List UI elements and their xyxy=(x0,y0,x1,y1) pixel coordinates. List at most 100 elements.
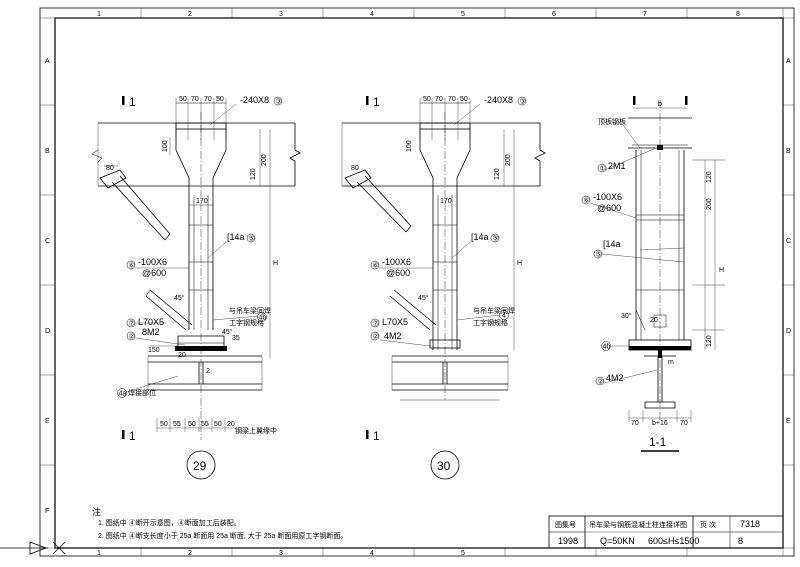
section-bolt-ref: ② xyxy=(598,378,604,386)
dim-2: 2 xyxy=(206,368,210,375)
section-channel-ref: ⑤ xyxy=(596,251,602,259)
plate-ref-30: ③ xyxy=(520,98,526,106)
section-mark-bottom xyxy=(122,430,125,439)
grid-col-8: 8 xyxy=(736,11,740,18)
grid-row-b: B xyxy=(45,148,50,155)
weld-note-2-30: 工字钢规格 xyxy=(473,318,508,327)
dim-200: 200 xyxy=(261,154,268,166)
grid-col-3: 3 xyxy=(279,11,283,18)
grid-column-labels: 1 2 3 4 5 6 7 8 1 2 3 4 5 xyxy=(97,11,740,557)
plate-ref: ③ xyxy=(276,98,282,106)
dim-170: 170 xyxy=(196,198,208,205)
stiffener-ref-30: ⑥ xyxy=(373,262,379,270)
angle-label-30: L70X5 xyxy=(382,317,408,327)
dim-top-3-30: 70 xyxy=(448,96,456,103)
dim-bottom-3: 50 xyxy=(188,421,196,428)
bolt-ref-30: ② xyxy=(373,333,379,341)
grid-col-5-bottom: 5 xyxy=(461,550,465,557)
dim-80: 80 xyxy=(106,165,114,172)
section-dim-bottom-3: 70 xyxy=(680,420,688,427)
dim-bottom-1: 50 xyxy=(160,421,168,428)
detail-number-30: 30 xyxy=(437,459,451,473)
section-mark-top xyxy=(122,96,125,105)
section-dim-bottom-1: 70 xyxy=(631,420,639,427)
detail-30: 1 1 50 70 70 50 -240X8 ③ 120 200 100 xyxy=(341,95,546,480)
ref-4-30: 4 xyxy=(502,313,506,320)
channel-label: [14a xyxy=(227,232,245,242)
tb-page: 7318 xyxy=(740,519,760,529)
section-stiffener-pitch: @600 xyxy=(597,203,621,213)
dim-top-3: 70 xyxy=(204,96,212,103)
weld-note-1: 与吊车梁同焊 xyxy=(229,306,271,315)
tb-page-num: 8 xyxy=(738,536,743,546)
dim-bottom-2: 55 xyxy=(173,421,181,428)
notes-heading: 注 xyxy=(92,506,101,517)
grid-col-7: 7 xyxy=(643,11,647,18)
tb-label-code: 图集号 xyxy=(555,520,576,529)
grid-col-4-bottom: 4 xyxy=(370,550,374,557)
dim-120-30: 120 xyxy=(494,168,501,180)
dim-top-4-30: 50 xyxy=(460,96,468,103)
section-channel: [14a xyxy=(603,239,621,249)
dim-bottom-6: 20 xyxy=(227,421,235,428)
grid-col-4: 4 xyxy=(370,11,374,18)
ref-4a: 4a xyxy=(119,391,127,398)
grid-row-e: E xyxy=(45,418,50,425)
title-block: 图集号 1998 吊车梁与钢筋混凝土柱连接详图 Q=50KN 600≤H≤150… xyxy=(548,515,784,549)
grid-row-b-right: B xyxy=(786,148,791,155)
grid-col-5: 5 xyxy=(461,11,465,18)
section-dim-20: 20 xyxy=(650,317,658,324)
grid-col-6: 6 xyxy=(552,11,556,18)
weld-note-1-30: 与吊车梁同焊 xyxy=(473,306,515,315)
grid-col-2-bottom: 2 xyxy=(188,550,192,557)
dim-35: 35 xyxy=(232,335,240,342)
angle-45-30: 45° xyxy=(418,294,429,302)
grid-row-c-right: C xyxy=(786,238,791,245)
grid-row-f: F xyxy=(45,508,49,515)
section-mark-bottom-label: 1 xyxy=(129,429,136,443)
section-1-1: b 顶板钢板 ① 2M1 ⑥ -100X6 @600 [14a ⑤ 120 20… xyxy=(581,96,725,452)
bottom-note: 钢梁上翼缘中 xyxy=(235,426,277,435)
section-ref-4b: 4b xyxy=(603,344,611,351)
dim-200-30: 200 xyxy=(505,154,512,166)
grid-row-e-right: E xyxy=(786,418,791,425)
grid-row-d-right: D xyxy=(786,328,791,335)
bolt-ref: ② xyxy=(129,333,135,341)
sheet-frame xyxy=(39,7,795,557)
section-top-note: 顶板钢板 xyxy=(598,117,626,126)
section-dim-120b: 120 xyxy=(706,335,713,347)
dim-bottom-5: 50 xyxy=(214,421,222,428)
section-angle: 30° xyxy=(621,312,632,320)
grid-row-c: C xyxy=(45,238,50,245)
dim-h-30: H xyxy=(517,260,522,267)
grid-col-1-bottom: 1 xyxy=(97,550,101,557)
section-dim-200: 200 xyxy=(706,198,713,210)
section-mark-top-label: 1 xyxy=(129,95,136,109)
tb-spec-load: Q=50KN xyxy=(600,536,635,546)
grid-col-3-bottom: 3 xyxy=(279,550,283,557)
dim-top-1: 50 xyxy=(179,96,187,103)
stiffener-pitch-30: @600 xyxy=(386,268,410,278)
section-dim-120a: 120 xyxy=(706,171,713,183)
weld-note-2: 工字钢规格 xyxy=(229,318,264,327)
detail-29: 1 1 50 70 70 50 -240X8 ③ 120 200 100 xyxy=(91,95,301,480)
dim-100-30: 100 xyxy=(406,140,413,152)
dim-top-2: 70 xyxy=(191,96,199,103)
section-title: 1-1 xyxy=(649,435,667,449)
section-stiffener-ref: ⑥ xyxy=(584,197,590,205)
channel-label-30: [14a xyxy=(471,232,489,242)
section-stiffener: -100X6 xyxy=(593,192,622,202)
dim-170-30: 170 xyxy=(440,198,452,205)
tb-code: 1998 xyxy=(558,536,578,546)
section-bolt-top-ref: ① xyxy=(600,165,606,173)
dim-120: 120 xyxy=(250,168,257,180)
grid-col-1: 1 xyxy=(97,11,101,18)
ref-4b: 4b xyxy=(259,315,267,322)
angle-ref-30: ⑦ xyxy=(373,320,379,328)
plate-label-30: -240X8 xyxy=(484,95,513,105)
dim-bottom-4: 55 xyxy=(201,421,209,428)
dim-20: 20 xyxy=(178,352,186,359)
channel-ref: ⑤ xyxy=(249,235,255,243)
dim-top-2-30: 70 xyxy=(435,96,443,103)
dim-top-4: 50 xyxy=(216,96,224,103)
